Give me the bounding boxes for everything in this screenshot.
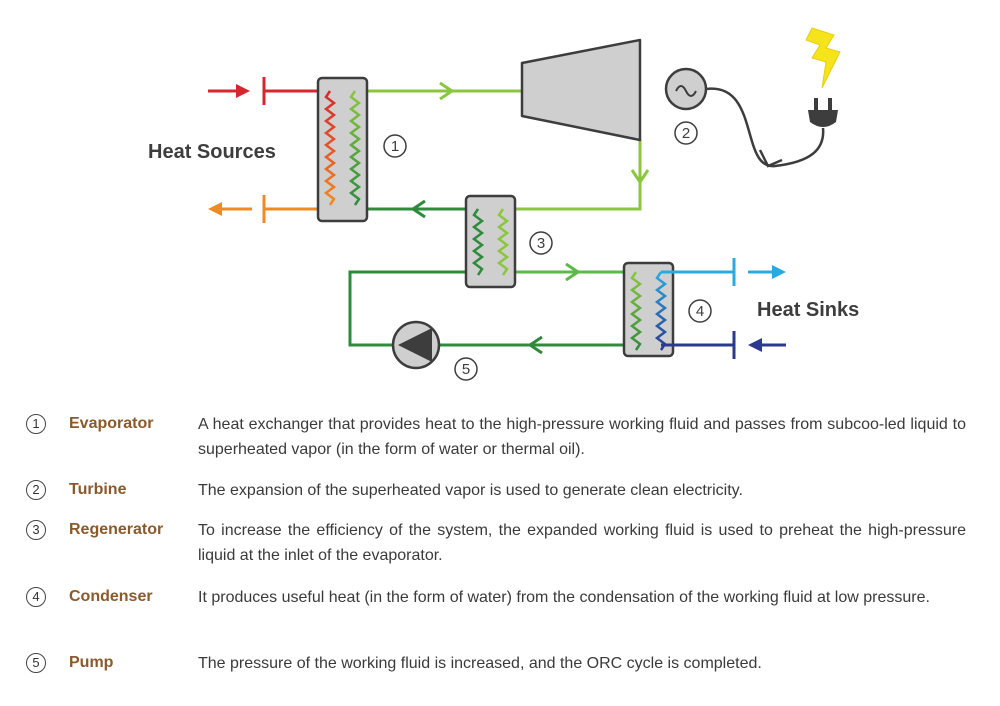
- heat-source-outlet: [208, 195, 330, 223]
- legend-row-condenser: 4 Condenser It produces useful heat (in …: [26, 585, 966, 651]
- legend-term: Turbine: [69, 481, 127, 498]
- legend-term: Evaporator: [69, 415, 154, 432]
- legend-description: The expansion of the superheated vapor i…: [198, 482, 743, 499]
- svg-text:4: 4: [696, 303, 704, 320]
- legend-row-regenerator: 3 Regenerator To increase the efficiency…: [26, 518, 966, 585]
- legend-description: It produces useful heat (in the form of …: [198, 589, 930, 606]
- legend-number: 5: [26, 653, 46, 673]
- pump-icon: [391, 320, 441, 370]
- legend-number: 1: [26, 414, 46, 434]
- legend-term: Pump: [69, 654, 114, 671]
- svg-text:3: 3: [537, 235, 545, 252]
- heat-sink-outlet: [661, 258, 786, 286]
- electric-plug-icon: [808, 98, 838, 127]
- legend-description: A heat exchanger that provides heat to t…: [198, 416, 966, 458]
- regenerator-number: 3: [529, 231, 553, 255]
- heat-sinks-label: Heat Sinks: [757, 299, 859, 321]
- heat-sources-label: Heat Sources: [148, 141, 276, 163]
- legend-description: The pressure of the working fluid is inc…: [198, 655, 762, 672]
- lightning-bolt-icon: [805, 27, 841, 89]
- svg-text:2: 2: [682, 125, 690, 142]
- evaporator-number: 1: [383, 134, 407, 158]
- legend-number: 3: [26, 520, 46, 540]
- flow-arrow: [565, 262, 581, 282]
- generator-icon: [664, 67, 708, 111]
- condenser-number: 4: [688, 299, 712, 323]
- heat-sink-inlet: [661, 331, 786, 359]
- legend-number: 4: [26, 587, 46, 607]
- turbine-number: 2: [674, 121, 698, 145]
- orc-cycle-diagram: 1 3 4 2: [148, 27, 859, 381]
- turbine-icon: [520, 38, 642, 142]
- legend-term: Condenser: [69, 588, 153, 605]
- legend-number: 2: [26, 480, 46, 500]
- svg-text:1: 1: [391, 138, 399, 155]
- flow-arrow: [630, 169, 650, 185]
- power-cable: [705, 87, 825, 168]
- legend-row-turbine: 2 Turbine The expansion of the superheat…: [26, 478, 966, 518]
- legend-term: Regenerator: [69, 521, 164, 538]
- heat-source-inlet: [208, 77, 330, 105]
- vapor-pipe: [355, 89, 642, 211]
- flow-arrow: [410, 199, 426, 219]
- flow-arrow: [527, 335, 543, 355]
- regenerator: [464, 194, 517, 289]
- component-legend: 1 Evaporator A heat exchanger that provi…: [26, 412, 966, 691]
- pump-number: 5: [454, 357, 478, 381]
- cable-arrow: [758, 149, 783, 168]
- legend-row-pump: 5 Pump The pressure of the working fluid…: [26, 651, 966, 691]
- legend-row-evaporator: 1 Evaporator A heat exchanger that provi…: [26, 412, 966, 478]
- flow-arrow: [439, 81, 455, 101]
- legend-description: To increase the efficiency of the system…: [198, 522, 966, 564]
- evaporator: [316, 76, 369, 223]
- condenser: [622, 261, 675, 358]
- svg-text:5: 5: [462, 361, 470, 378]
